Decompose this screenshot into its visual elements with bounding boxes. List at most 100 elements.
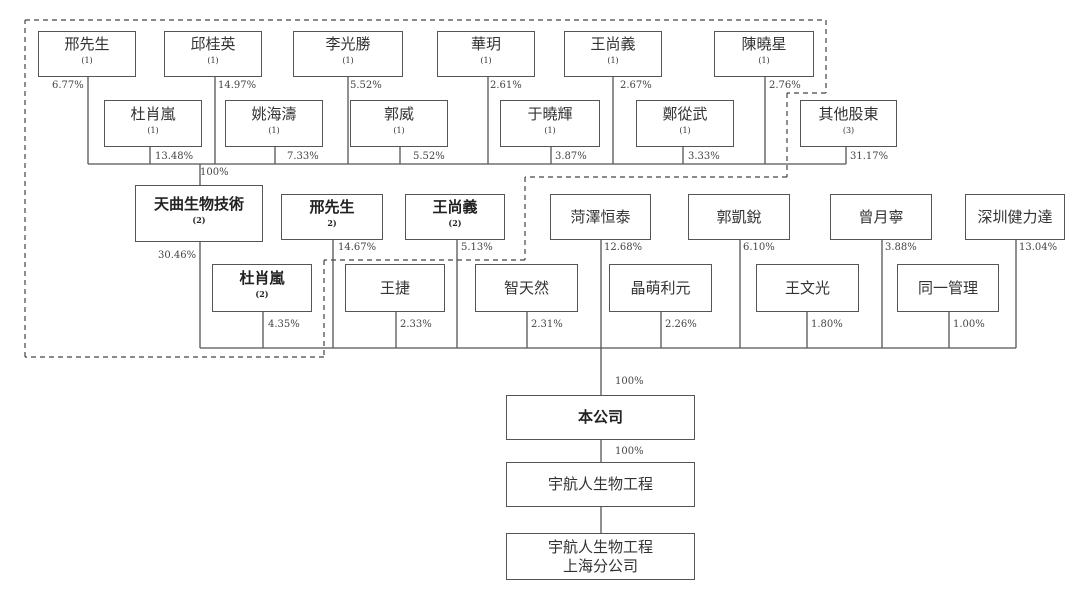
shareholder-name: 天曲生物技術 (153, 194, 244, 213)
shareholding-pct: 12.68% (604, 242, 643, 253)
shareholding-pct: 6.77% (52, 80, 84, 91)
shareholder-name: 智天然 (503, 278, 549, 297)
shareholder-name: 杜肖嵐 (239, 269, 285, 287)
shareholder-box: 杜肖嵐 (2) (212, 264, 312, 312)
shareholding-pct: 13.48% (155, 151, 194, 162)
shareholder-name: 邢先生 (64, 35, 110, 53)
shareholding-pct: 7.33% (287, 151, 319, 162)
shareholding-pct: 1.00% (953, 319, 985, 330)
shareholder-box: 邢先生 2) (281, 194, 383, 240)
shareholder-box: 杜肖嵐 (1) (104, 100, 202, 147)
shareholder-box: 陳曉星 (1) (714, 31, 814, 77)
shareholder-box: 邢先生 (1) (38, 31, 136, 77)
shareholding-pct: 2.33% (400, 319, 432, 330)
shareholding-pct: 30.46% (158, 250, 197, 261)
shareholder-name: 杜肖嵐 (130, 104, 176, 123)
shareholder-box: 王文光 (756, 264, 859, 312)
shareholder-box: 郭凱銳 (688, 194, 790, 240)
shareholder-box: 菏澤恒泰 (550, 194, 651, 240)
shareholder-box: 姚海濤 (1) (225, 100, 323, 147)
shareholder-box: 鄭從武 (1) (636, 100, 734, 147)
footnote-marker: (1) (268, 125, 280, 135)
shareholder-name: 王文光 (784, 278, 830, 297)
footnote-marker: (2) (448, 218, 462, 228)
company-label: 本公司 (577, 408, 623, 426)
shareholder-box: 王捷 (345, 264, 445, 312)
shareholder-name: 深圳健力達 (977, 207, 1053, 226)
shareholding-pct: 5.52% (350, 80, 382, 91)
footnote-marker: (2) (255, 289, 269, 299)
shareholder-box: 王尚義 (1) (564, 31, 662, 77)
footnote-marker: (1) (544, 125, 556, 135)
footnote-marker: (2) (192, 214, 206, 225)
shareholder-box: 王尚義 (2) (405, 194, 505, 240)
branch-label-line2: 上海分公司 (562, 556, 638, 575)
subsidiary-box: 宇航人生物工程 (506, 462, 695, 507)
shareholder-name: 郭凱銳 (716, 207, 762, 226)
shareholder-box: 其他股東 (3) (800, 100, 897, 147)
shareholder-name: 曾月寧 (858, 207, 904, 226)
shareholding-pct: 2.31% (531, 319, 563, 330)
shareholder-name: 邱桂英 (190, 35, 236, 53)
shareholding-pct: 5.13% (461, 242, 493, 253)
footnote-marker: (1) (480, 56, 492, 65)
shareholder-name: 菏澤恒泰 (570, 207, 631, 226)
shareholding-pct: 2.67% (620, 80, 652, 91)
shareholder-name: 邢先生 (309, 198, 355, 216)
shareholding-pct: 4.35% (268, 319, 300, 330)
shareholder-box: 深圳健力達 (965, 194, 1065, 240)
shareholder-box: 邱桂英 (1) (164, 31, 262, 77)
subsidiary-label: 宇航人生物工程 (547, 475, 653, 493)
shareholder-box: 于曉輝 (1) (500, 100, 600, 147)
shareholding-pct: 2.61% (490, 80, 522, 91)
shareholder-name: 于曉輝 (527, 104, 573, 123)
footnote-marker: (1) (393, 125, 405, 135)
shareholder-box: 同一管理 (897, 264, 999, 312)
shareholding-pct: 14.97% (218, 80, 257, 91)
footnote-marker: (1) (607, 56, 619, 65)
shareholder-name: 晶萌利元 (630, 278, 691, 297)
company-box: 本公司 (506, 395, 695, 440)
shareholder-name: 陳曉星 (741, 35, 787, 53)
footnote-marker: (1) (679, 125, 691, 135)
shareholding-pct: 2.26% (665, 319, 697, 330)
footnote-marker: (1) (758, 56, 770, 65)
shareholder-name: 鄭從武 (662, 104, 708, 123)
shareholder-name: 王尚義 (590, 35, 636, 53)
shareholder-box: 郭威 (1) (350, 100, 448, 147)
shareholder-box: 華玥 (1) (437, 31, 535, 77)
shareholder-box: 李光勝 (1) (293, 31, 403, 77)
shareholder-name: 王捷 (379, 278, 410, 297)
footnote-marker: (1) (342, 56, 354, 65)
shareholder-box: 曾月寧 (830, 194, 932, 240)
shareholding-pct: 3.33% (688, 151, 720, 162)
shareholder-name: 其他股東 (818, 104, 879, 123)
shareholding-pct: 1.80% (811, 319, 843, 330)
branch-label-line1: 宇航人生物工程 (547, 537, 653, 556)
tianqu-holding-pct: 100% (200, 167, 229, 178)
footnote-marker: (3) (842, 125, 855, 135)
company-holding-pct: 100% (615, 376, 644, 387)
footnote-marker: (1) (207, 56, 219, 65)
shareholding-pct: 5.52% (413, 151, 445, 162)
shareholder-name: 華玥 (470, 35, 501, 53)
shareholding-pct: 31.17% (850, 151, 889, 162)
shareholding-pct: 3.87% (555, 151, 587, 162)
shareholder-name: 姚海濤 (251, 104, 297, 123)
shareholding-pct: 3.88% (885, 242, 917, 253)
footnote-marker: (1) (81, 56, 93, 65)
shareholding-pct: 14.67% (338, 242, 377, 253)
shareholder-name: 李光勝 (325, 35, 371, 53)
shareholder-name: 郭威 (383, 104, 414, 123)
footnote-marker: (1) (147, 125, 159, 135)
footnote-marker: 2) (327, 218, 337, 228)
shareholder-box: 晶萌利元 (609, 264, 712, 312)
subsidiary-holding-pct: 100% (615, 446, 644, 457)
shareholder-box: 天曲生物技術(2) (135, 185, 263, 242)
shareholding-pct: 6.10% (743, 242, 775, 253)
shareholding-pct: 13.04% (1019, 242, 1058, 253)
shareholder-name: 同一管理 (917, 278, 978, 297)
shareholder-name: 王尚義 (432, 198, 478, 216)
